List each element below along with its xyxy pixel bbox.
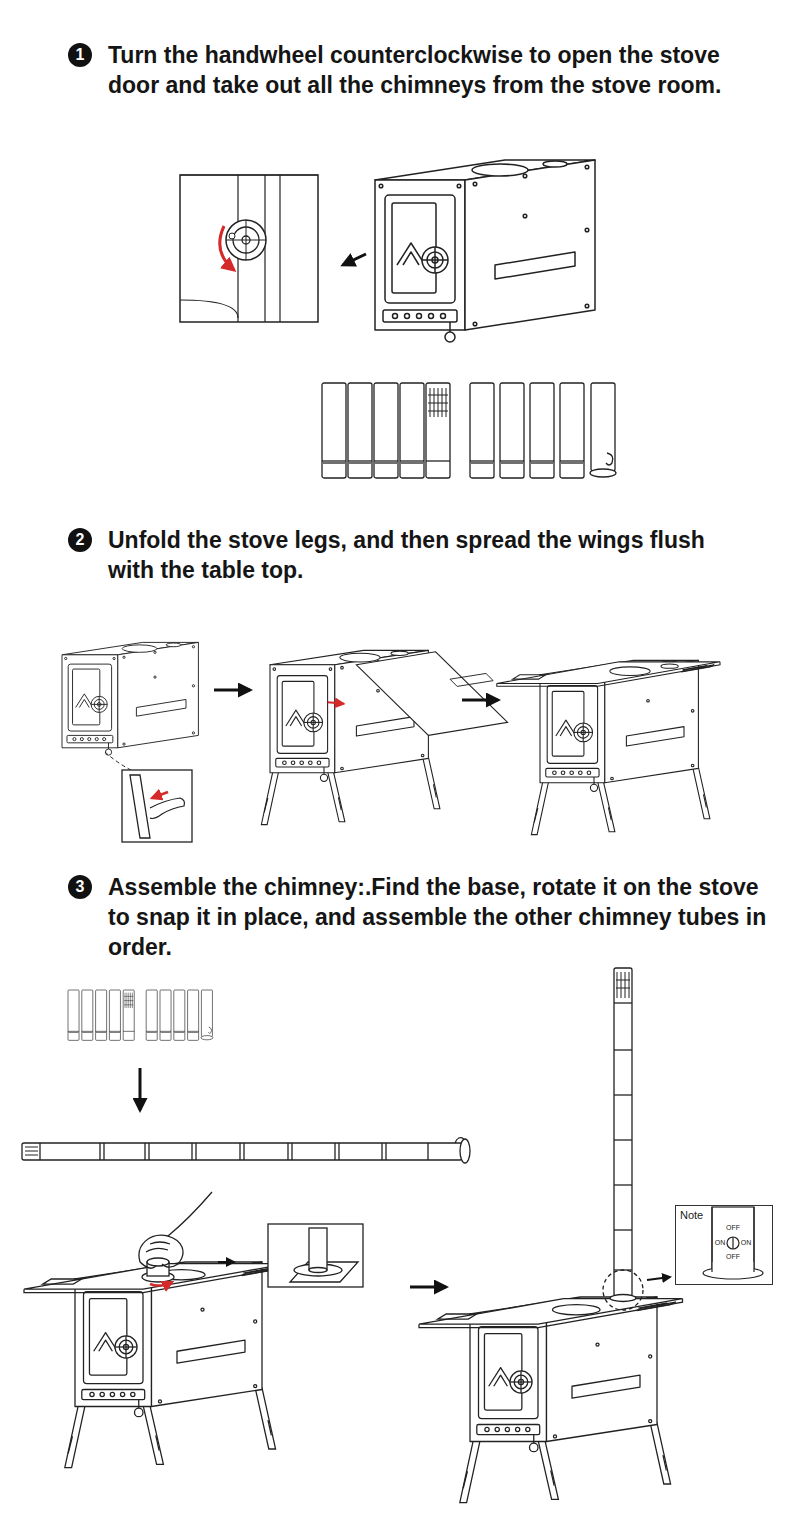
- damper-state: ON: [715, 1239, 726, 1247]
- step-arrow: [462, 699, 498, 702]
- damper-state: ON: [741, 1239, 752, 1247]
- step-instruction: Unfold the stove legs, and then spread t…: [108, 525, 748, 585]
- pointer-arrow: [343, 254, 366, 265]
- step-number: 1: [68, 43, 92, 67]
- door-inset: [180, 175, 318, 322]
- damper-detail: [703, 1207, 763, 1279]
- stove-closed: [375, 160, 595, 342]
- chimney-pipes-small: [68, 990, 213, 1040]
- step-instruction: Assemble the chimney:.Find the base, rot…: [108, 872, 768, 962]
- step-number: 3: [68, 875, 92, 899]
- detail-arrow: [647, 1277, 670, 1280]
- step-arrow: [139, 1068, 142, 1110]
- step-number-text: 2: [76, 532, 85, 548]
- stove-unfolding: [261, 650, 507, 824]
- leg-inset: [122, 770, 192, 842]
- step-number-text: 3: [76, 879, 85, 895]
- step-number: 2: [68, 528, 92, 552]
- note-heading: Note: [680, 1209, 703, 1221]
- damper-state: OFF: [726, 1224, 740, 1232]
- hand-with-base: [139, 1192, 212, 1286]
- stove-with-wings: [24, 1262, 288, 1468]
- standing-chimney: [603, 968, 643, 1310]
- step-instruction: Turn the handwheel counterclockwise to o…: [108, 40, 748, 100]
- base-inset: [268, 1224, 363, 1287]
- step-arrow: [214, 689, 250, 692]
- chimney-pipes: [322, 383, 616, 478]
- step-arrow: [410, 1286, 446, 1289]
- stove-folded: [62, 642, 198, 755]
- step-number-text: 1: [76, 47, 85, 63]
- chimney-assembled-flat: [22, 1138, 470, 1163]
- stove-unfolded: [497, 660, 720, 834]
- damper-state: OFF: [726, 1253, 740, 1261]
- stove-with-chimney: [419, 1297, 683, 1503]
- detail-arrow: [218, 1261, 234, 1263]
